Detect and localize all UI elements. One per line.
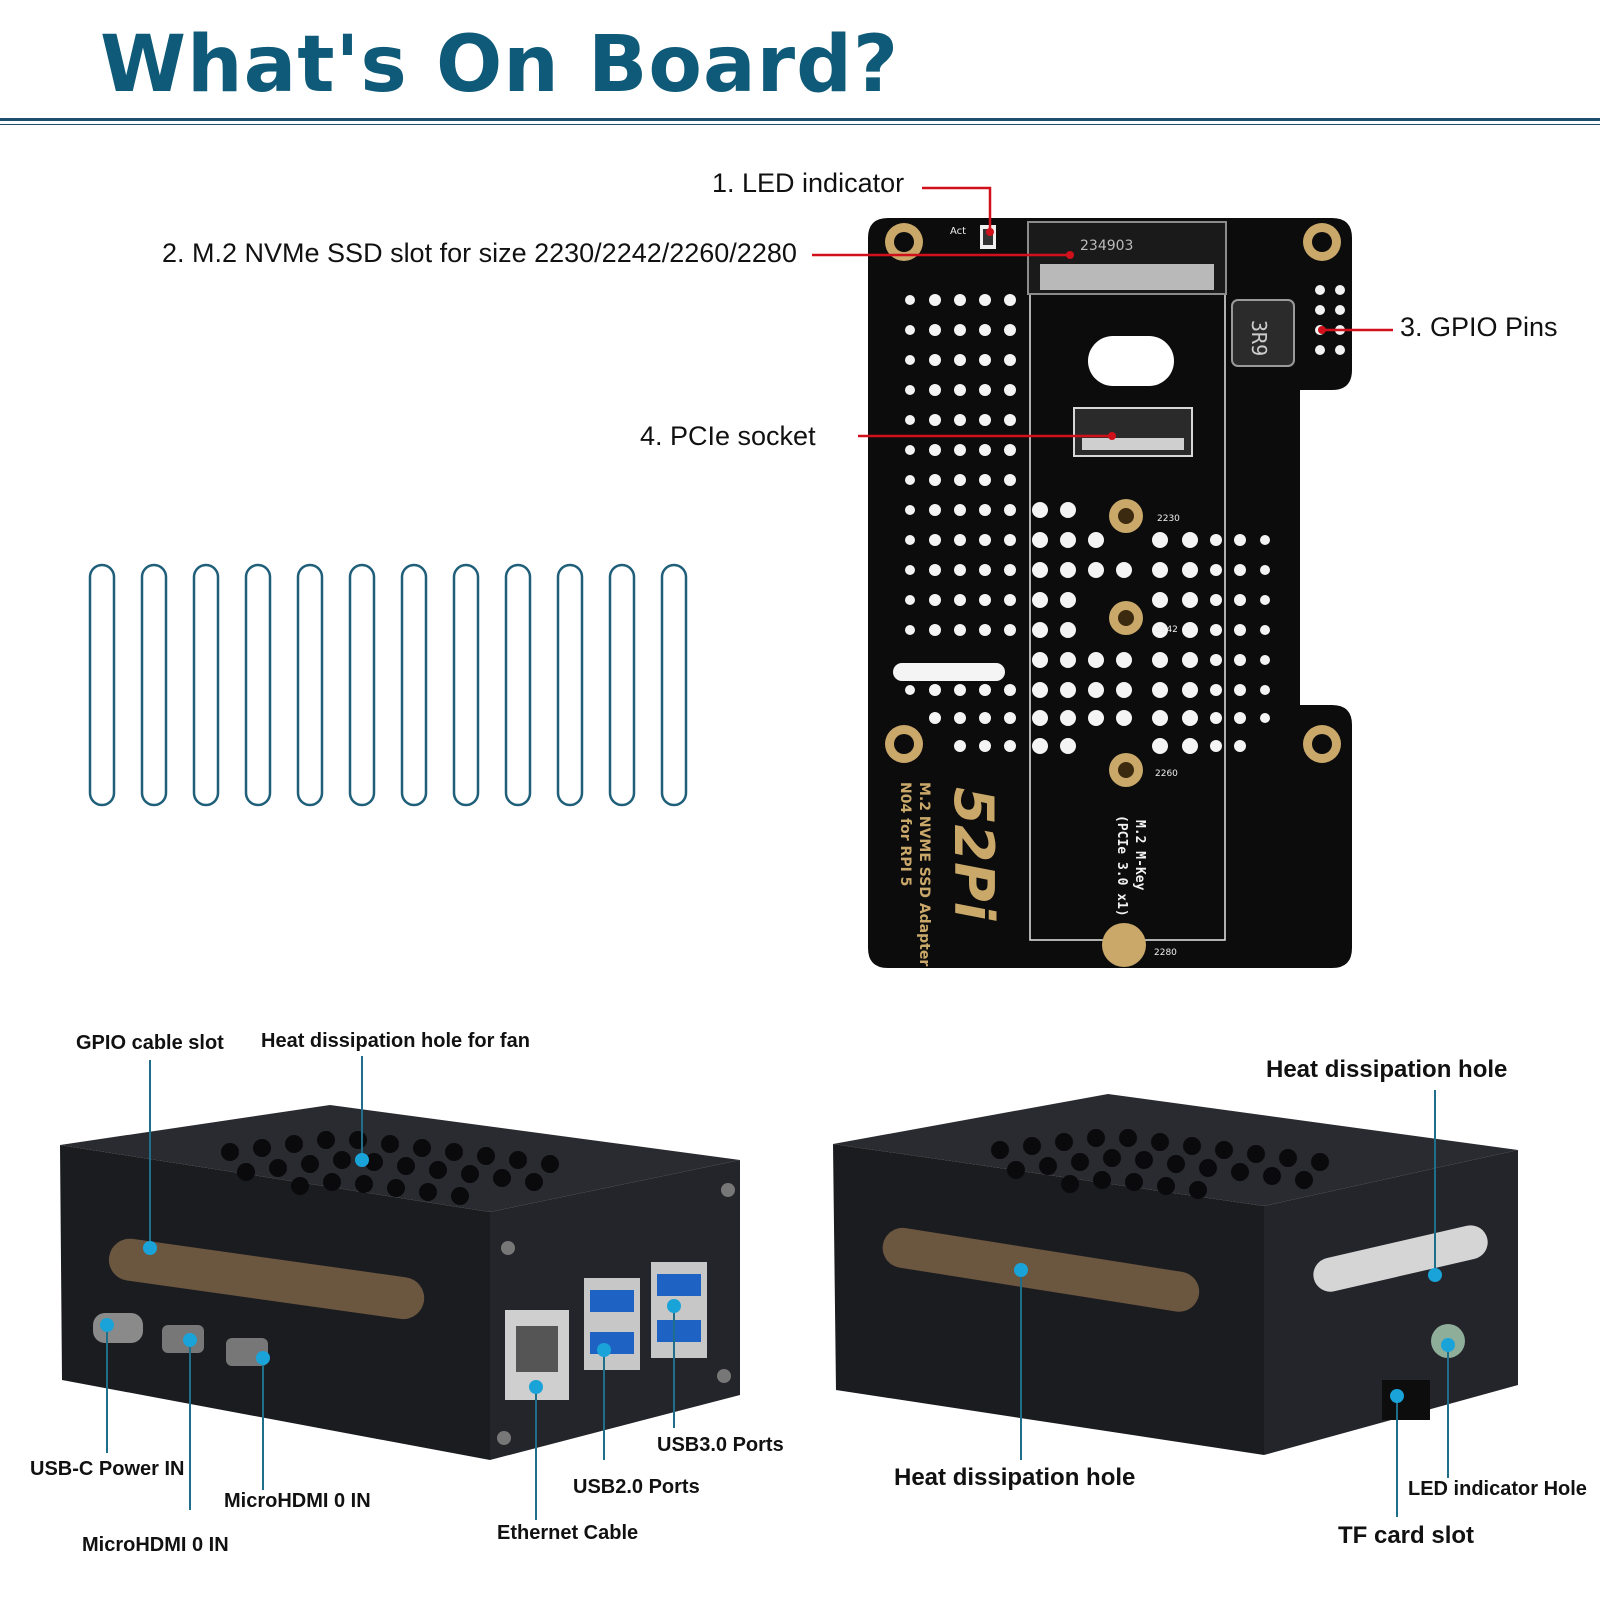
case-left-leader-dots: [100, 1153, 681, 1394]
board-pcie-text: (PCIe 3.0 x1): [1114, 815, 1129, 917]
board-vent-holes: [905, 294, 1270, 754]
board-callout-dots: [986, 228, 1326, 440]
board-size-2242: 2242: [1155, 625, 1178, 635]
label-microhdmi-1: MicroHDMI 0 IN: [224, 1490, 371, 1512]
board-inductor-text: 3R9: [1247, 320, 1271, 356]
callout-led-indicator: 1. LED indicator: [712, 168, 905, 198]
label-heat-hole-top: Heat dissipation hole: [1266, 1056, 1508, 1083]
nvme-adapter-board: 52Pi M.2 NVME SSD Adapter N04 for RPI 5 …: [868, 218, 1352, 968]
case-left-illustration: [60, 1105, 740, 1460]
label-usb2-ports: USB2.0 Ports: [573, 1476, 700, 1498]
label-usb3-ports: USB3.0 Ports: [657, 1434, 784, 1456]
label-microhdmi-0: MicroHDMI 0 IN: [82, 1534, 229, 1556]
board-key-text: M.2 M-Key: [1132, 820, 1147, 891]
board-model-text: N04 for RPI 5: [897, 782, 913, 886]
page-title: What's On Board?: [100, 20, 900, 110]
board-size-2260: 2260: [1155, 769, 1178, 779]
label-gpio-cable-slot: GPIO cable slot: [76, 1032, 224, 1054]
callout-m2-slot: 2. M.2 NVMe SSD slot for size 2230/2242/…: [162, 238, 797, 268]
board-product-text: M.2 NVME SSD Adapter: [916, 782, 932, 966]
label-usbc-power: USB-C Power IN: [30, 1458, 185, 1480]
board-size-2230: 2230: [1157, 514, 1180, 524]
label-tf-card-slot: TF card slot: [1338, 1522, 1475, 1549]
case-left-leader-lines: [106, 1056, 675, 1520]
board-callout-lines: [812, 186, 1393, 438]
board-size-2280: 2280: [1154, 948, 1177, 958]
case-right-leader-lines: [1020, 1090, 1449, 1517]
case-right-illustration: [833, 1094, 1518, 1455]
header-rule: [0, 118, 1600, 121]
label-led-indicator-hole: LED indicator Hole: [1408, 1478, 1587, 1500]
thermal-pad-strips: [88, 563, 688, 807]
label-fan-heat-hole: Heat dissipation hole for fan: [261, 1030, 530, 1052]
case-right-leader-dots: [1014, 1263, 1455, 1403]
board-brand-text: 52Pi: [942, 787, 1005, 922]
callout-gpio-pins: 3. GPIO Pins: [1400, 312, 1558, 342]
label-heat-hole-front: Heat dissipation hole: [894, 1464, 1136, 1491]
board-slot-code-text: 234903: [1080, 238, 1133, 254]
callout-pcie-socket: 4. PCIe socket: [640, 421, 816, 451]
label-ethernet: Ethernet Cable: [497, 1522, 639, 1544]
board-act-text: Act: [950, 226, 966, 237]
header-rule-thin: [0, 124, 1600, 125]
